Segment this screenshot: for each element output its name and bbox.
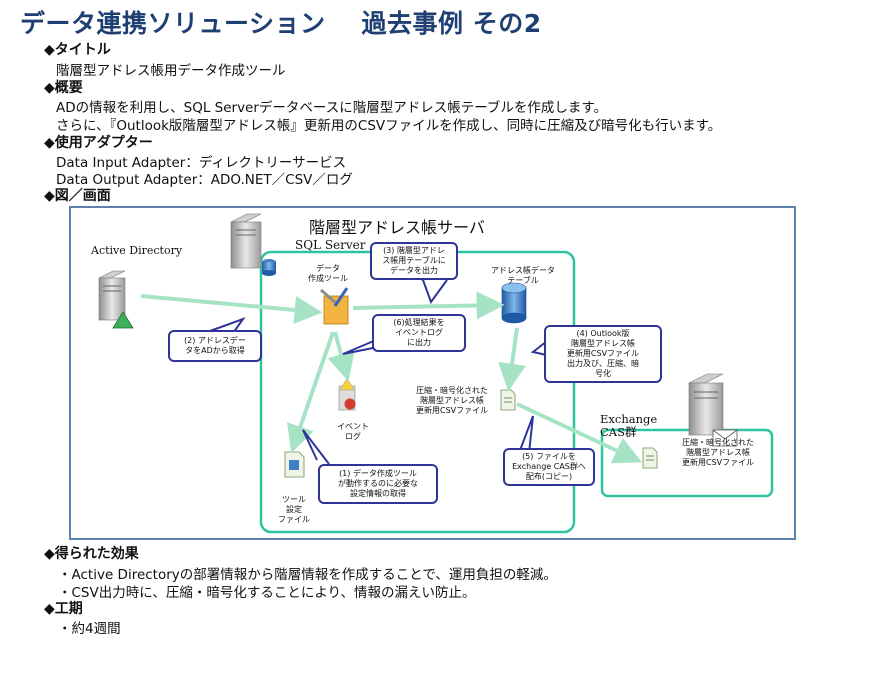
address-table-icon (501, 282, 527, 324)
adapter-heading: ◆使用アダプター (44, 135, 153, 151)
exchange-csv-file-icon (642, 447, 658, 469)
server-label: 階層型アドレス帳サーバ (309, 218, 485, 237)
page-title: データ連携ソリューション 過去事例 その2 (20, 4, 542, 40)
title-main: データ連携ソリューション (20, 9, 326, 38)
event-log-icon (338, 377, 356, 411)
flow-arrows (140, 291, 643, 464)
diagram-canvas (98, 213, 774, 534)
callout-step-1: (1) データ作成ツール が動作するのに必要な 設定情報の取得 (318, 464, 438, 504)
address-book-server-icon (230, 213, 276, 276)
diagram-frame: 階層型アドレス帳サーバ SQL Server Active Directory … (69, 206, 796, 540)
callout-pointers (198, 269, 552, 465)
callout-step-6: (6)処理結果を イベントログ に出力 (372, 314, 466, 352)
csv-label: 圧縮・暗号化された 階層型アドレス帳 更新用CSVファイル (416, 386, 489, 415)
effects-heading: ◆得られた効果 (44, 546, 139, 562)
callout-step-5: (5) ファイルを Exchange CAS群へ 配布(コピー) (503, 448, 595, 486)
tool-label: データ 作成ツール (308, 264, 348, 283)
exchange-csv-label: 圧縮・暗号化された 階層型アドレス帳 更新用CSVファイル (682, 438, 755, 467)
sql-server-label: SQL Server (295, 238, 366, 252)
callout-step-2: (2) アドレスデー タをADから取得 (168, 330, 262, 362)
adapter-line2: Data Output Adapter：ADO.NET／CSV／ログ (56, 172, 353, 188)
title-text: 階層型アドレス帳用データ作成ツール (56, 63, 286, 79)
effects-line1: ・Active Directoryの部署情報から階層情報を作成することで、運用負… (58, 567, 557, 583)
exchange-server-icon (688, 373, 738, 447)
data-tool-icon (320, 287, 349, 325)
overview-heading: ◆概要 (44, 80, 83, 96)
title-heading: ◆タイトル (44, 42, 111, 58)
overview-line1: ADの情報を利用し、SQL Serverデータベースに階層型アドレス帳テーブルを… (56, 100, 608, 116)
title-sub: 過去事例 その2 (361, 9, 542, 38)
callout-step-3: (3) 階層型アドレ ス帳用テーブルに データを出力 (370, 242, 458, 280)
figure-heading: ◆図／画面 (44, 188, 111, 204)
overview-line2: さらに、『Outlook版階層型アドレス帳』更新用のCSVファイルを作成し、同時… (56, 118, 722, 134)
active-directory-label: Active Directory (91, 244, 183, 257)
eventlog-label: イベント ログ (337, 422, 369, 441)
active-directory-server-icon (98, 270, 134, 329)
period-heading: ◆工期 (44, 601, 83, 617)
config-file-icon (284, 451, 305, 478)
csv-file-icon (500, 389, 516, 411)
adapter-line1: Data Input Adapter：ディレクトリーサービス (56, 155, 347, 171)
config-label: ツール 設定 ファイル (278, 495, 310, 524)
exchange-label: Exchange CAS群 (600, 412, 658, 440)
effects-line2: ・CSV出力時に、圧縮・暗号化することにより、情報の漏えい防止。 (58, 585, 476, 601)
table-label: アドレス帳データ テーブル (491, 266, 555, 285)
callout-step-4: (4) Outlook版 階層型アドレス帳 更新用CSVファイル 出力及び、圧縮… (544, 325, 662, 383)
exchange-box (600, 428, 774, 498)
period-text: ・約4週間 (58, 621, 121, 637)
